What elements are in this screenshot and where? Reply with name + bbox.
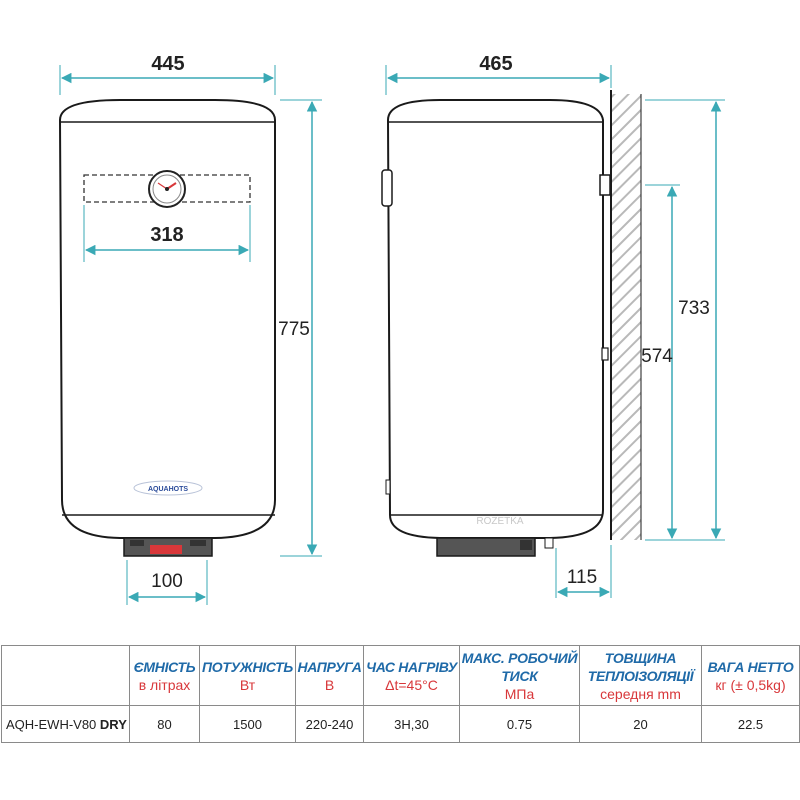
header-power-unit: Вт <box>239 676 256 693</box>
side-thermostat-knob <box>381 169 393 207</box>
technical-drawing: AQUAHOTS 445 318 775 100 <box>58 53 725 605</box>
dim-side-depth: 465 <box>479 53 512 75</box>
brand-logo: AQUAHOTS <box>133 480 203 496</box>
header-max-pressure: МАКС. РОБОЧИЙ ТИСК МПа <box>459 645 580 706</box>
spec-table: ЄМНІСТЬ в літрах ПОТУЖНІСТЬ Вт НАПРУГА В… <box>1 645 800 743</box>
model-suffix: DRY <box>99 716 127 732</box>
front-heater-body <box>58 99 276 539</box>
header-insulation: ТОВЩИНА ТЕПЛОІЗОЛЯЦІЇ середня mm <box>579 645 702 706</box>
cell-voltage: 220-240 <box>295 705 364 743</box>
model-name: AQH-EWH-V80 <box>6 716 97 732</box>
front-view: AQUAHOTS 445 318 775 100 <box>58 53 322 605</box>
table-header-row: ЄМНІСТЬ в літрах ПОТУЖНІСТЬ Вт НАПРУГА В… <box>1 645 800 706</box>
header-weight: ВАГА НЕТТО кг (± 0,5kg) <box>701 645 800 706</box>
header-weight-unit: кг (± 0,5kg) <box>715 676 786 693</box>
watermark: ROZETKA <box>476 516 524 527</box>
cell-weight: 22.5 <box>701 705 800 743</box>
side-heater-body <box>386 99 604 539</box>
cell-power: 1500 <box>199 705 296 743</box>
dim-bottom-width: 100 <box>151 571 183 592</box>
side-bottom-flange <box>436 537 536 557</box>
dim-front-height: 775 <box>278 319 310 340</box>
side-view: ROZETKA 465 733 574 115 <box>381 53 725 598</box>
table-row: AQH-EWH-V80 DRY 80 1500 220-240 3Н,30 0.… <box>1 705 800 743</box>
header-max-pressure-title: МАКС. РОБОЧИЙ ТИСК <box>461 649 578 684</box>
cell-max-pressure: 0.75 <box>459 705 580 743</box>
top-bracket <box>599 174 611 196</box>
header-voltage-title: НАПРУГА <box>297 658 362 675</box>
header-heating-time: ЧАС НАГРІВУ Δt=45°C <box>363 645 460 706</box>
header-capacity-unit: в літрах <box>138 676 191 693</box>
header-power-title: ПОТУЖНІСТЬ <box>201 658 293 675</box>
header-voltage-unit: В <box>324 676 335 693</box>
cell-heating-time: 3Н,30 <box>363 705 460 743</box>
dim-wall-offset: 115 <box>567 567 597 588</box>
cell-capacity: 80 <box>129 705 200 743</box>
header-heating-time-unit: Δt=45°C <box>385 676 438 693</box>
header-model <box>1 645 130 706</box>
header-power: ПОТУЖНІСТЬ Вт <box>199 645 296 706</box>
dim-mount-height: 574 <box>641 346 673 367</box>
dim-panel-width: 318 <box>150 224 183 246</box>
header-capacity: ЄМНІСТЬ в літрах <box>129 645 200 706</box>
header-insulation-unit: середня mm <box>600 685 681 702</box>
dim-side-height: 733 <box>678 298 710 319</box>
dim-front-width: 445 <box>151 53 184 75</box>
header-voltage: НАПРУГА В <box>295 645 364 706</box>
cell-insulation: 20 <box>579 705 702 743</box>
svg-text:AQUAHOTS: AQUAHOTS <box>148 486 188 493</box>
thermometer-dial-icon <box>148 170 186 208</box>
header-max-pressure-unit: МПа <box>504 685 535 702</box>
bottom-bracket <box>601 347 609 361</box>
header-heating-time-title: ЧАС НАГРІВУ <box>366 658 457 675</box>
wall-hatch <box>611 94 641 540</box>
header-weight-title: ВАГА НЕТТО <box>707 658 794 675</box>
cell-model: AQH-EWH-V80 DRY <box>1 705 130 743</box>
header-insulation-title: ТОВЩИНА ТЕПЛОІЗОЛЯЦІЇ <box>587 649 694 684</box>
header-capacity-title: ЄМНІСТЬ <box>133 658 196 675</box>
